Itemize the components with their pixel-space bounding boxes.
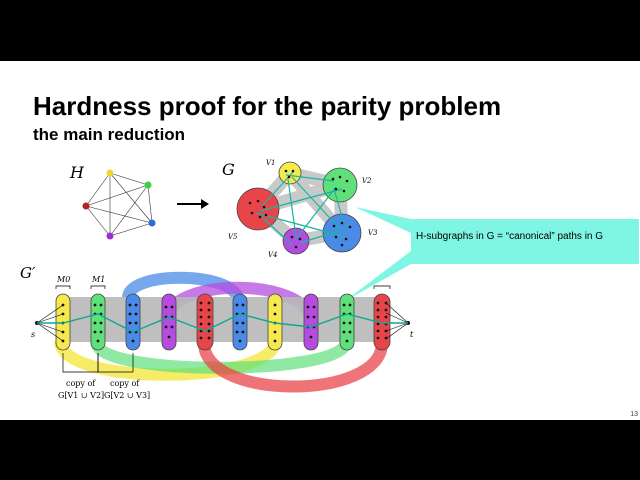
column-4	[161, 293, 177, 351]
column-10	[373, 293, 391, 351]
slide: Hardness proof for the parity problem th…	[0, 61, 640, 420]
h-vertex-2	[144, 181, 152, 189]
column-6	[232, 293, 248, 351]
page-number: 13	[630, 411, 638, 418]
h-vertex-1	[106, 169, 114, 177]
label-v1: V1	[266, 159, 276, 167]
callout-box: H-subgraphs in G = “canonical” paths in …	[411, 219, 639, 264]
reduction-diagram: H G	[20, 159, 414, 400]
label-m1: M1	[91, 275, 105, 284]
label-s: s	[31, 330, 35, 339]
callout-text: H-subgraphs in G = “canonical” paths in …	[416, 231, 604, 242]
column-8	[303, 293, 319, 351]
canonical-path	[37, 313, 408, 333]
g-part-v3	[322, 213, 362, 253]
column-3	[125, 293, 141, 351]
label-v4: V4	[268, 251, 278, 259]
g-part-v4	[282, 227, 310, 255]
column-9	[339, 293, 355, 351]
graph-h-label: H	[69, 163, 85, 182]
slide-title: Hardness proof for the parity problem	[33, 91, 502, 121]
arrow-icon	[177, 199, 209, 209]
graph-gprime-label: G′	[20, 264, 36, 282]
callout-pointer	[345, 207, 411, 301]
h-vertex-4	[106, 232, 114, 240]
h-vertex-5	[82, 202, 90, 210]
graph-h: H	[69, 163, 156, 240]
graph-gprime: G′	[20, 264, 414, 400]
label-t: t	[410, 330, 414, 339]
label-m0: M0	[56, 275, 70, 284]
label-v5: V5	[228, 233, 238, 241]
caption-copy1-line1: copy of	[66, 379, 96, 388]
graph-g: G	[222, 159, 378, 259]
h-vertex-3	[148, 219, 156, 227]
graph-g-label: G	[222, 160, 235, 179]
column-5	[196, 293, 214, 351]
column-2	[90, 293, 106, 351]
caption-copy2-line2: G[V2 ∪ V3]	[104, 391, 150, 400]
label-v2: V2	[362, 177, 372, 185]
caption-copy2-line1: copy of	[110, 379, 140, 388]
g-part-v1	[278, 161, 302, 185]
slide-subtitle: the main reduction	[33, 125, 186, 144]
label-v3: V3	[368, 229, 378, 237]
caption-copy1-line2: G[V1 ∪ V2]	[58, 391, 104, 400]
